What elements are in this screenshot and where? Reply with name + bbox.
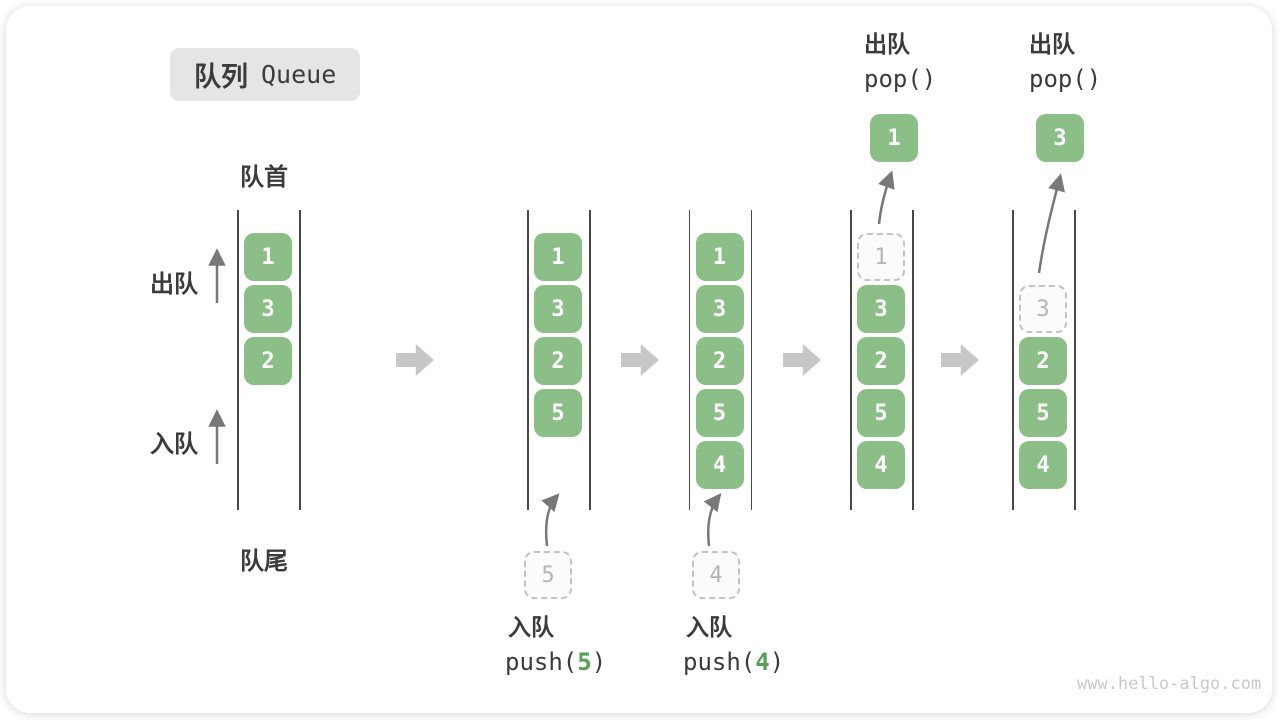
queue-cell: 5 (857, 389, 905, 437)
queue-wall (1012, 210, 1014, 510)
queue-cell: 2 (244, 337, 292, 385)
pop-label-zh: 出队 (1029, 31, 1075, 57)
queue-cell: 5 (534, 389, 582, 437)
queue-cell: 3 (244, 285, 292, 333)
push-arg: 5 (577, 648, 592, 676)
label-queue-rear: 队尾 (240, 548, 288, 575)
queue-cell: 5 (695, 389, 744, 437)
title-badge: 队列 Queue (170, 48, 361, 101)
queue-wall (850, 210, 852, 510)
queue-cell: 2 (695, 337, 744, 385)
state-transition-arrow-icon (783, 344, 821, 376)
pop-operation-label: 出队 pop() (864, 31, 937, 93)
queue-cell-removed: 1 (857, 233, 905, 281)
pop-label-code: pop() (864, 65, 937, 93)
queue-cell-removed: 3 (1019, 285, 1067, 333)
popped-cell: 1 (870, 114, 918, 162)
title-en: Queue (261, 60, 337, 89)
queue-wall (237, 210, 239, 510)
state-transition-arrow-icon (941, 344, 979, 376)
pop-label-code: pop() (1029, 65, 1102, 93)
queue-wall (688, 210, 690, 510)
queue-cell-incoming: 4 (692, 551, 740, 599)
enqueue-curved-arrow-icon (541, 493, 560, 547)
queue-cell: 3 (534, 285, 582, 333)
label-enqueue: 入队 (150, 431, 198, 458)
queue-cell: 1 (534, 233, 582, 281)
popped-cell: 3 (1036, 114, 1084, 162)
queue-cell: 2 (857, 337, 905, 385)
queue-wall (299, 210, 301, 510)
queue-cell: 4 (857, 441, 905, 489)
queue-cell: 4 (695, 441, 744, 489)
queue-wall (589, 210, 591, 510)
queue-wall (750, 210, 752, 510)
pop-operation-label: 出队 pop() (1029, 31, 1102, 93)
queue-cell: 1 (695, 233, 744, 281)
label-queue-front: 队首 (240, 164, 288, 191)
queue-cell: 2 (534, 337, 582, 385)
title-zh: 队列 (194, 62, 248, 92)
enqueue-curved-arrow-icon (703, 493, 722, 547)
label-dequeue: 出队 (150, 271, 198, 298)
push-label-code: push(5) (505, 648, 607, 676)
queue-cell: 3 (857, 285, 905, 333)
queue-cell: 2 (1019, 337, 1067, 385)
watermark: www.hello-algo.com (1077, 674, 1262, 694)
push-operation-label: 入队 push(4) (683, 614, 785, 676)
pop-label-zh: 出队 (864, 31, 910, 57)
state-transition-arrow-icon (621, 344, 659, 376)
queue-cell: 3 (695, 285, 744, 333)
push-label-zh: 入队 (508, 614, 554, 640)
queue-cell-incoming: 5 (524, 551, 572, 599)
queue-wall (1074, 210, 1076, 510)
queue-cell: 5 (1019, 389, 1067, 437)
push-label-zh: 入队 (686, 614, 732, 640)
dequeue-curved-arrow-icon (877, 170, 895, 225)
push-arg: 4 (755, 648, 770, 676)
queue-wall (912, 210, 914, 510)
push-operation-label: 入队 push(5) (505, 614, 607, 676)
push-label-code: push(4) (683, 648, 785, 676)
queue-cell: 4 (1019, 441, 1067, 489)
queue-cell: 1 (244, 233, 292, 281)
state-transition-arrow-icon (396, 344, 434, 376)
queue-wall (527, 210, 529, 510)
dequeue-curved-arrow-icon (1037, 173, 1066, 274)
